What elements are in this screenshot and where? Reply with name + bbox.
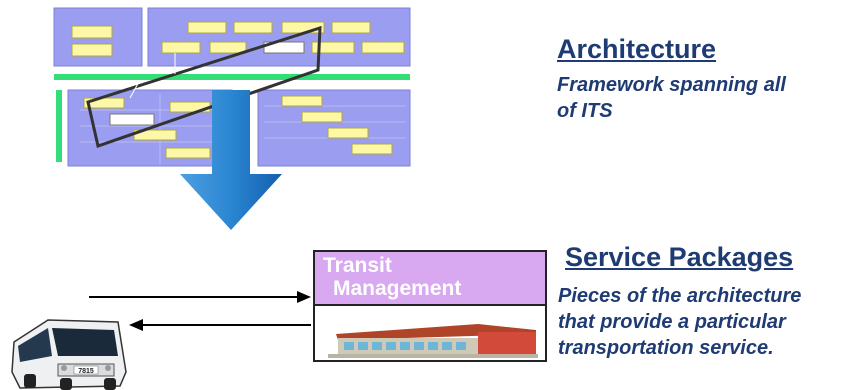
arrow-to-transit	[89, 291, 311, 303]
architecture-description-line: of ITS	[557, 100, 613, 122]
bus-icon: 7815	[11, 319, 127, 390]
flow-arrows	[89, 291, 311, 331]
service-packages-title: Service Packages	[565, 242, 794, 272]
architecture-title: Architecture	[557, 34, 717, 64]
service-packages-description: Pieces of the architecture that provide …	[558, 283, 853, 361]
transit-depot-building	[328, 324, 538, 358]
service-packages-description-line: Pieces of the architecture	[558, 285, 802, 307]
bus-number: 7815	[78, 368, 94, 375]
transit-label-line-2: Management	[333, 277, 462, 300]
arrow-to-bus	[129, 319, 311, 331]
service-packages-description-line: transportation service.	[558, 337, 774, 359]
down-arrow	[180, 90, 282, 230]
architecture-description-line: Framework spanning all	[557, 74, 786, 96]
architecture-description: Framework spanning all of ITS	[557, 72, 847, 124]
transit-management-header: Transit Management	[315, 252, 545, 306]
transit-label-line-1: Transit	[323, 254, 392, 277]
service-packages-description-line: that provide a particular	[558, 311, 786, 333]
